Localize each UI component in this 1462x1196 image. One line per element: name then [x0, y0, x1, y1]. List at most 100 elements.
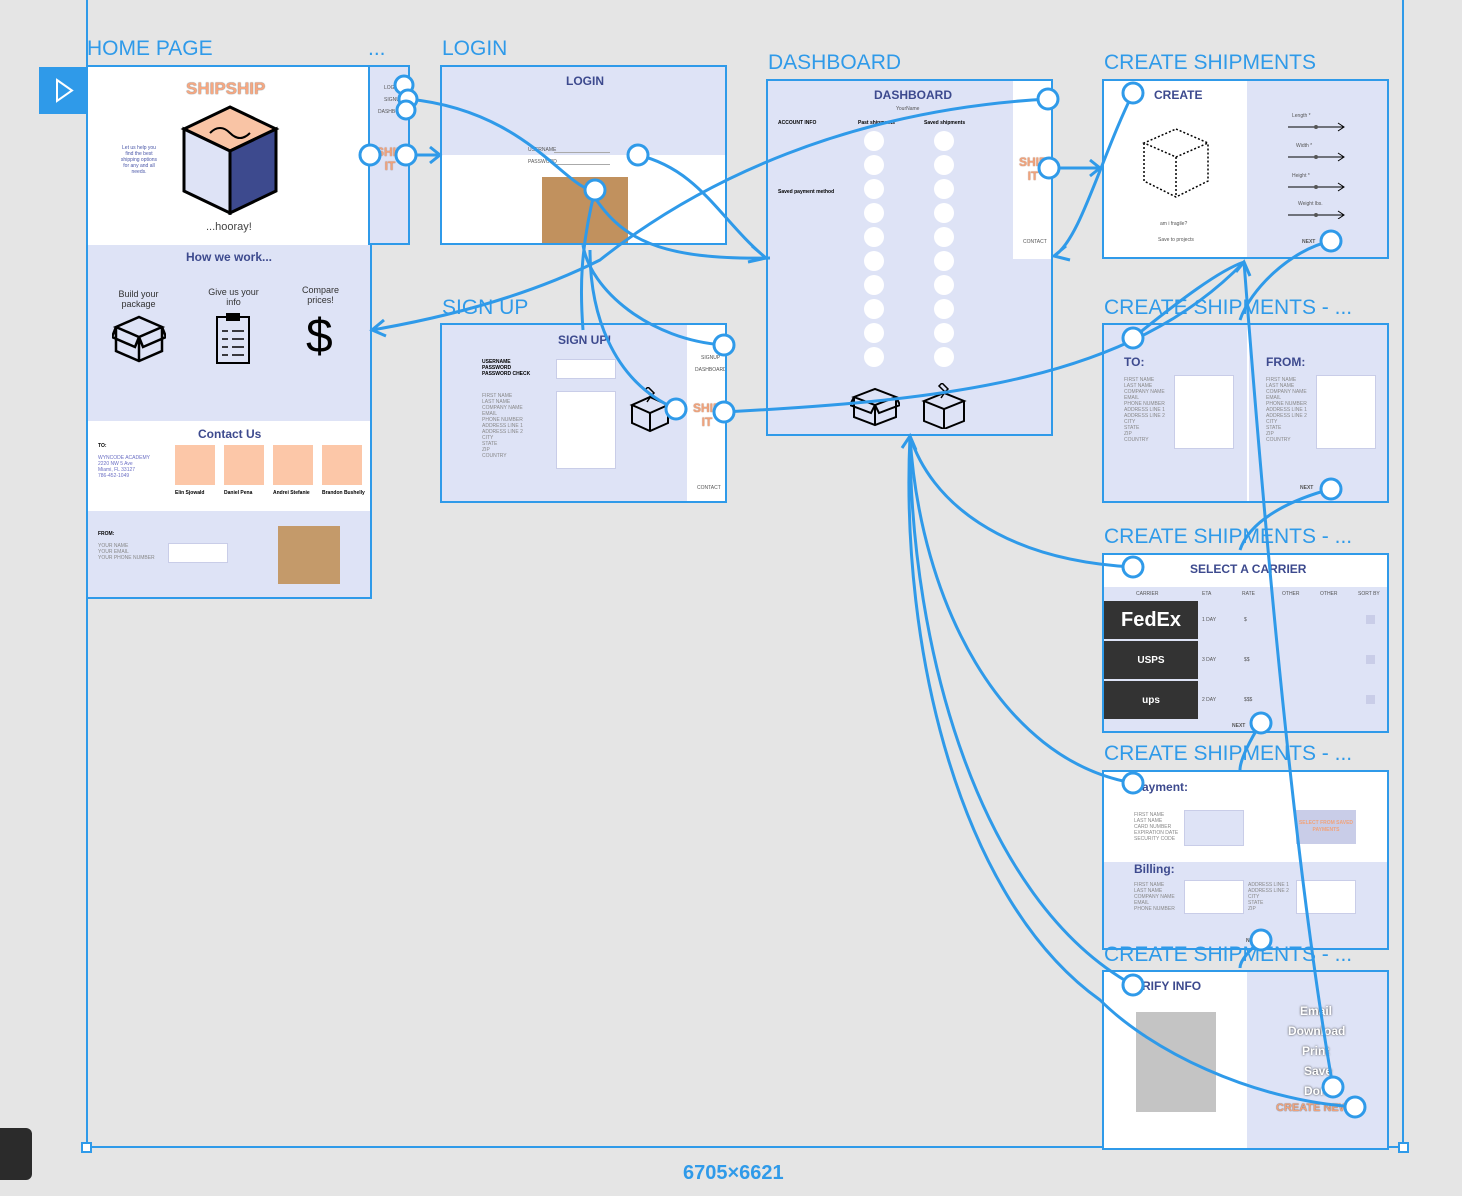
shipment-placeholder[interactable] [934, 155, 954, 175]
select-checkbox[interactable] [1366, 615, 1375, 624]
carrier-next-button[interactable]: NEXT [1232, 723, 1246, 729]
signup-nav-contact[interactable]: CONTACT [697, 485, 721, 491]
home-ship-it[interactable]: SHIP IT [375, 145, 404, 173]
nav-dashboard[interactable]: DASHBOARD [378, 109, 410, 115]
frame-select-carrier[interactable]: SELECT A CARRIER CARRIER ETA RATE OTHER … [1102, 553, 1389, 733]
address-line-4[interactable]: 786-452-1049 [98, 473, 130, 479]
to-inputs[interactable] [1174, 375, 1234, 449]
frame-signup[interactable]: SIGN UP! SIGNUP DASHBOARD SHIP IT CONTAC… [440, 323, 727, 503]
dashboard-username: YourName [896, 106, 920, 112]
col-other: OTHER [1282, 591, 1300, 597]
frame-verify[interactable]: VERIFY INFO Email Download Print Save Do… [1102, 970, 1389, 1150]
login-username-input[interactable] [554, 152, 610, 153]
shipment-placeholder[interactable] [864, 275, 884, 295]
frame-title-create2[interactable]: CREATE SHIPMENTS - ... [1104, 296, 1353, 319]
shipment-placeholder[interactable] [864, 203, 884, 223]
signup-field-label: FIRST NAME [482, 393, 513, 399]
carrier-fedex[interactable]: FedEx [1104, 601, 1198, 639]
shipment-placeholder[interactable] [864, 179, 884, 199]
shipment-placeholder[interactable] [864, 347, 884, 367]
create-new-button[interactable]: CREATE NEW [1276, 1102, 1350, 1114]
nav-signup[interactable]: SIGNUP [384, 97, 404, 103]
open-box-icon[interactable] [850, 383, 900, 429]
signup-nav-signup[interactable]: SIGNUP [701, 355, 721, 361]
dotted-cube-icon [1142, 128, 1210, 198]
save-projects-link[interactable]: Save to projects [1158, 237, 1194, 243]
saved-payments-button[interactable]: SELECT FROM SAVED PAYMENTS [1296, 810, 1356, 844]
signup-field-label: LAST NAME [482, 399, 511, 405]
payment-inputs[interactable] [1184, 810, 1244, 846]
shipment-placeholder[interactable] [864, 131, 884, 151]
from-inputs[interactable] [1316, 375, 1376, 449]
action-print[interactable]: Print [1302, 1044, 1330, 1058]
frame-title-create3[interactable]: CREATE SHIPMENTS - ... [1104, 525, 1353, 548]
signup-details-input[interactable] [556, 391, 616, 469]
dashboard-ship-it[interactable]: SHIP IT [1018, 155, 1047, 183]
shipment-placeholder[interactable] [864, 227, 884, 247]
frame-title-signup[interactable]: SIGN UP [442, 296, 529, 319]
address-line-3[interactable]: Miami, FL 33127 [98, 467, 136, 473]
dashboard-nav-contact[interactable]: CONTACT [1023, 239, 1047, 245]
present-play-button[interactable] [39, 67, 86, 114]
shipment-placeholder[interactable] [934, 251, 954, 271]
shipment-placeholder[interactable] [934, 179, 954, 199]
select-checkbox[interactable] [1366, 695, 1375, 704]
frame-login[interactable]: LOGIN USERNAME PASSWORD [440, 65, 727, 245]
frame-title-create[interactable]: CREATE SHIPMENTS [1104, 51, 1316, 74]
frame-payment[interactable]: Payment: FIRST NAME LAST NAME CARD NUMBE… [1102, 770, 1389, 950]
col-sort-by[interactable]: SORT BY [1358, 591, 1380, 597]
billing-left-inputs[interactable] [1184, 880, 1244, 914]
carrier-usps[interactable]: USPS [1104, 641, 1198, 679]
signup-credentials-input[interactable] [556, 359, 616, 379]
action-save[interactable]: Save [1304, 1064, 1333, 1078]
action-email[interactable]: Email [1300, 1004, 1333, 1018]
create-next-button[interactable]: NEXT [1302, 239, 1316, 245]
shipment-placeholder[interactable] [934, 131, 954, 151]
shipment-placeholder[interactable] [864, 299, 884, 319]
address-line-2[interactable]: 2220 NW 5 Ave [98, 461, 133, 467]
field-label: PHONE NUMBER [1134, 906, 1175, 912]
resize-handle-bl[interactable] [81, 1142, 92, 1153]
action-download[interactable]: Download [1288, 1024, 1346, 1038]
frame-home[interactable]: SHIPSHIP Let us help you find the best s… [86, 65, 372, 599]
frame-title-create4[interactable]: CREATE SHIPMENTS - ... [1104, 742, 1353, 765]
signup-field-label: PHONE NUMBER [482, 417, 523, 423]
signup-nav-dashboard[interactable]: DASHBOARD [695, 367, 727, 373]
resize-handle-br[interactable] [1398, 1142, 1409, 1153]
signup-ship-it[interactable]: SHIP IT [692, 401, 721, 429]
shipment-placeholder[interactable] [864, 323, 884, 343]
shipment-placeholder[interactable] [864, 251, 884, 271]
action-done[interactable]: Done [1304, 1084, 1334, 1098]
frame-home-nav[interactable]: LOGIN SIGNUP DASHBOARD SHIP IT [368, 65, 410, 245]
frame-title-create5[interactable]: CREATE SHIPMENTS - ... [1104, 943, 1353, 966]
shipment-placeholder[interactable] [934, 323, 954, 343]
signup-field-label: EMAIL [482, 411, 498, 417]
dimension-sliders[interactable] [1286, 119, 1350, 219]
shipment-placeholder[interactable] [934, 275, 954, 295]
carrier-ups[interactable]: ups [1104, 681, 1198, 719]
dim-width-label: Width * [1296, 143, 1313, 149]
frame-title-home[interactable]: HOME PAGE [87, 37, 213, 60]
from-input[interactable] [168, 543, 228, 563]
shipment-placeholder[interactable] [864, 155, 884, 175]
box-with-pin-icon[interactable] [920, 383, 968, 429]
frame-create[interactable]: CREATE am i fragile? Save to projects Le… [1102, 79, 1389, 259]
address-line-1[interactable]: WYNCODE ACADEMY [98, 455, 150, 461]
billing-right-inputs[interactable] [1296, 880, 1356, 914]
fragile-label: am i fragile? [1160, 221, 1188, 227]
login-password-input[interactable] [554, 164, 610, 165]
collapse-panel-button[interactable] [0, 1128, 32, 1180]
frame-dashboard[interactable]: SHIP IT CONTACT DASHBOARD YourName ACCOU… [766, 79, 1053, 436]
play-icon [56, 78, 74, 103]
nav-login[interactable]: LOGIN [384, 85, 400, 91]
shipment-placeholder[interactable] [934, 227, 954, 247]
frame-title-home-more[interactable]: ... [368, 37, 386, 60]
frame-title-dashboard[interactable]: DASHBOARD [768, 51, 902, 74]
shipment-placeholder[interactable] [934, 299, 954, 319]
shipment-placeholder[interactable] [934, 347, 954, 367]
address-next-button[interactable]: NEXT [1300, 485, 1314, 491]
frame-title-login[interactable]: LOGIN [442, 37, 508, 60]
select-checkbox[interactable] [1366, 655, 1375, 664]
shipment-placeholder[interactable] [934, 203, 954, 223]
